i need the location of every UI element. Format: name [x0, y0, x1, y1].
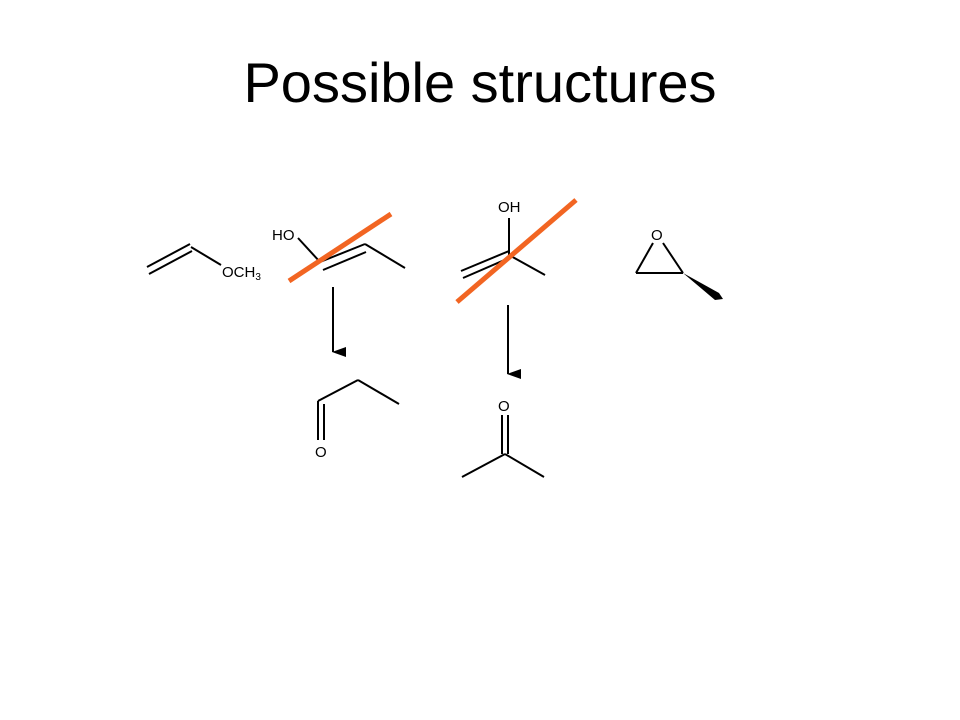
epoxide-oxygen-label: O [651, 227, 663, 244]
epoxide-bond-right [662, 242, 684, 274]
hydroxyl-label-oh: OH [498, 199, 521, 216]
propanal-c1-c2-bond [317, 379, 359, 402]
enol-double-bond-outer [460, 250, 510, 272]
acetone-oxygen-label: O [498, 398, 510, 415]
acetone-structure: O [461, 398, 545, 478]
acetone-left-methyl-bond [461, 453, 506, 478]
vinyl-double-bond-outer [146, 243, 191, 268]
but-enol-structure: HO [272, 211, 406, 284]
terminal-methyl-bond [364, 243, 406, 269]
alkene-bond-outer [319, 243, 366, 263]
propanal-structure: O [315, 379, 400, 461]
hydroxyl-bond [297, 237, 321, 263]
alkene-bond-inner [322, 251, 367, 271]
vinyl-double-bond-inner [148, 250, 193, 275]
wedge-methyl-bond [683, 273, 723, 300]
acetone-right-methyl-bond [504, 453, 545, 478]
cross-out-line-1 [287, 211, 393, 284]
epoxide-bond-left [635, 242, 654, 274]
methyl-oxirane-structure: O [635, 227, 723, 300]
vinyl-ether-bond [190, 246, 222, 266]
cross-out-line-2 [455, 198, 578, 304]
propanal-oxygen-label: O [315, 444, 327, 461]
propanal-c2-c3-bond [357, 379, 400, 405]
methyl-vinyl-ether-structure: OCH3 [146, 243, 261, 283]
hydroxyl-label-ho: HO [272, 227, 295, 244]
slide-title: Possible structures [243, 51, 717, 114]
propen-2-ol-structure: OH [455, 198, 578, 304]
enol-methyl-bond [508, 254, 546, 276]
methoxy-label: OCH3 [222, 264, 261, 283]
